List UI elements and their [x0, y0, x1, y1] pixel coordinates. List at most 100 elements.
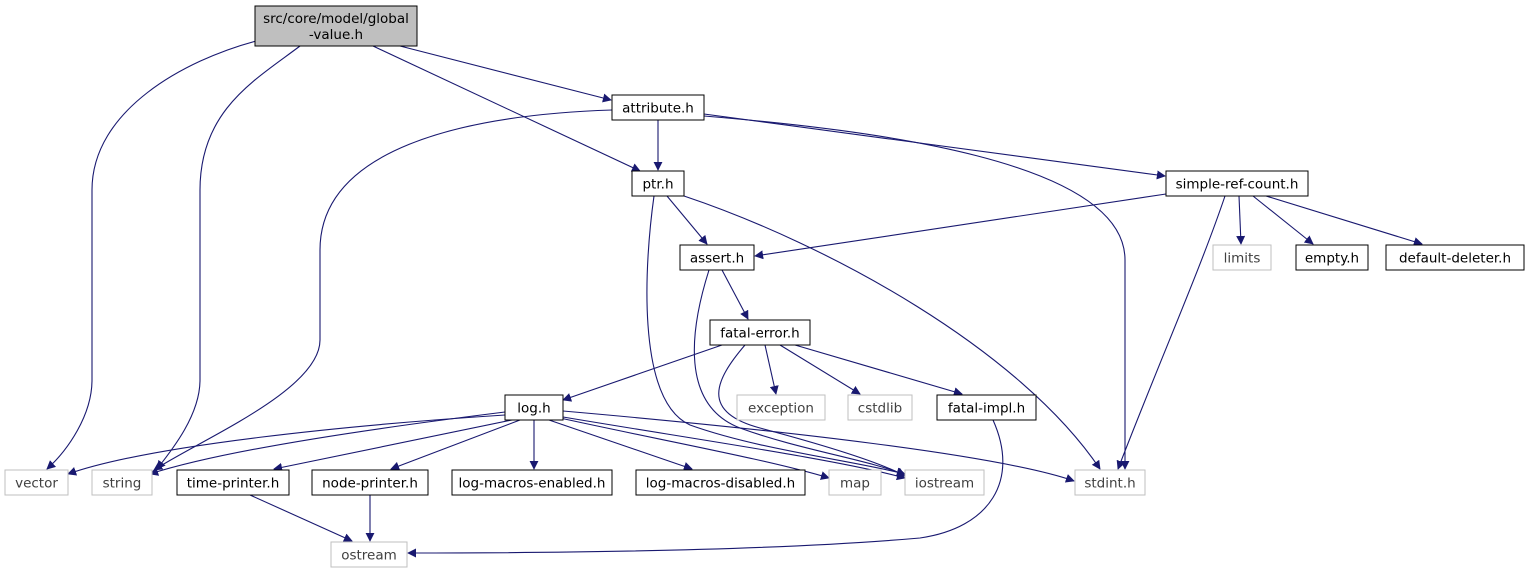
- node-box: [1212, 244, 1272, 271]
- node-box: [709, 319, 811, 346]
- node-box: [828, 469, 882, 496]
- node-box: [847, 394, 913, 421]
- edge-log-to-iostream: [562, 416, 906, 481]
- edge-line: [548, 419, 693, 471]
- edge-line: [764, 344, 779, 395]
- edge-fatal-error-to-iostream: [718, 344, 906, 477]
- edge-root-to-string: [156, 45, 301, 470]
- node-box: [330, 541, 408, 568]
- edge-log-to-time-printer: [273, 419, 513, 472]
- node-box: [4, 469, 69, 496]
- node-simple-ref-count[interactable]: simple-ref-count.h: [1165, 170, 1309, 197]
- node-limits: limits: [1212, 244, 1272, 271]
- node-log-macros-disabled[interactable]: log-macros-disabled.h: [635, 469, 806, 496]
- node-exception: exception: [736, 394, 826, 421]
- node-box: [1165, 170, 1309, 197]
- node-label: simple-ref-count.h: [1176, 177, 1299, 193]
- edge-fatal-impl-to-ostream: [407, 419, 1004, 558]
- edge-log-to-log-macros-disabled: [548, 419, 693, 471]
- node-box: [904, 469, 985, 496]
- node-ptr[interactable]: ptr.h: [631, 170, 685, 197]
- edge-line: [153, 109, 613, 471]
- edge-line: [46, 40, 257, 470]
- node-box: [504, 394, 564, 421]
- edge-line: [372, 45, 641, 172]
- edge-line: [273, 419, 513, 472]
- edge-log-to-vector: [67, 414, 506, 476]
- edge-log-to-stdint: [562, 410, 1075, 483]
- edge-line: [562, 416, 906, 481]
- node-label: fatal-error.h: [720, 326, 800, 342]
- node-time-printer[interactable]: time-printer.h: [176, 469, 290, 496]
- node-empty[interactable]: empty.h: [1295, 244, 1369, 271]
- edge-simple-ref-count-to-empty: [1252, 195, 1314, 245]
- edge-line: [718, 344, 906, 477]
- nodes-layer: src/core/model/global-value.h attribute.h…: [4, 5, 1525, 568]
- node-label: iostream: [915, 476, 974, 492]
- edge-line: [149, 411, 506, 476]
- node-box: [631, 170, 685, 197]
- edge-line: [407, 419, 1004, 558]
- node-label: cstdlib: [858, 401, 902, 417]
- node-fatal-error[interactable]: fatal-error.h: [709, 319, 811, 346]
- node-label: src/core/model/global: [263, 11, 409, 27]
- node-label: string: [103, 476, 142, 492]
- edge-log-to-string: [149, 411, 506, 476]
- edge-line: [390, 419, 521, 471]
- node-label: time-printer.h: [187, 476, 280, 492]
- edge-ptr-to-stdint: [683, 195, 1101, 470]
- node-label: assert.h: [690, 251, 744, 267]
- edge-line: [703, 115, 1130, 470]
- node-label: empty.h: [1305, 251, 1359, 267]
- edge-line: [794, 344, 963, 397]
- edge-time-printer-to-ostream: [249, 494, 353, 542]
- node-box: [1385, 244, 1525, 271]
- node-label: map: [840, 476, 870, 492]
- node-label: ostream: [341, 548, 397, 564]
- node-box: [91, 469, 153, 496]
- edge-attribute-to-string: [153, 109, 613, 471]
- edge-attribute-to-simple-ref-count: [703, 113, 1166, 180]
- node-box: [451, 469, 613, 496]
- node-box: [1074, 469, 1146, 496]
- edge-line: [754, 193, 1167, 260]
- node-box: [736, 394, 826, 421]
- edge-line: [693, 269, 906, 476]
- edge-root-to-ptr: [372, 45, 641, 172]
- node-label: attribute.h: [622, 101, 694, 117]
- edge-line: [156, 45, 301, 470]
- node-root[interactable]: src/core/model/global-value.h: [254, 5, 418, 47]
- node-log[interactable]: log.h: [504, 394, 564, 421]
- edges-layer: [46, 40, 1423, 558]
- node-label: log.h: [517, 401, 550, 417]
- edge-assert-to-iostream: [693, 269, 906, 476]
- node-iostream: iostream: [904, 469, 985, 496]
- node-box: [635, 469, 806, 496]
- edge-log-to-node-printer: [390, 419, 521, 471]
- node-label: limits: [1224, 251, 1261, 267]
- node-fatal-impl[interactable]: fatal-impl.h: [936, 394, 1037, 421]
- node-node-printer[interactable]: node-printer.h: [311, 469, 429, 496]
- node-box: [611, 94, 705, 121]
- node-attribute[interactable]: attribute.h: [611, 94, 705, 121]
- node-string: string: [91, 469, 153, 496]
- node-box: [1295, 244, 1369, 271]
- edge-line: [703, 113, 1166, 180]
- edge-line: [666, 195, 708, 245]
- node-assert[interactable]: assert.h: [679, 244, 755, 271]
- node-log-macros-enabled[interactable]: log-macros-enabled.h: [451, 469, 613, 496]
- node-default-deleter[interactable]: default-deleter.h: [1385, 244, 1525, 271]
- edge-line: [1265, 195, 1423, 246]
- node-label: node-printer.h: [322, 476, 418, 492]
- edge-attribute-to-stdint: [703, 115, 1130, 470]
- edge-ptr-to-iostream: [646, 195, 906, 477]
- node-stdint: stdint.h: [1074, 469, 1146, 496]
- node-cstdlib: cstdlib: [847, 394, 913, 421]
- node-label: ptr.h: [642, 177, 673, 193]
- edge-line: [1236, 195, 1246, 245]
- edge-simple-ref-count-to-stdint: [1116, 195, 1226, 470]
- node-vector: vector: [4, 469, 69, 496]
- edge-line: [1116, 195, 1226, 470]
- edge-line: [1252, 195, 1314, 245]
- node-label: -value.h: [309, 27, 363, 43]
